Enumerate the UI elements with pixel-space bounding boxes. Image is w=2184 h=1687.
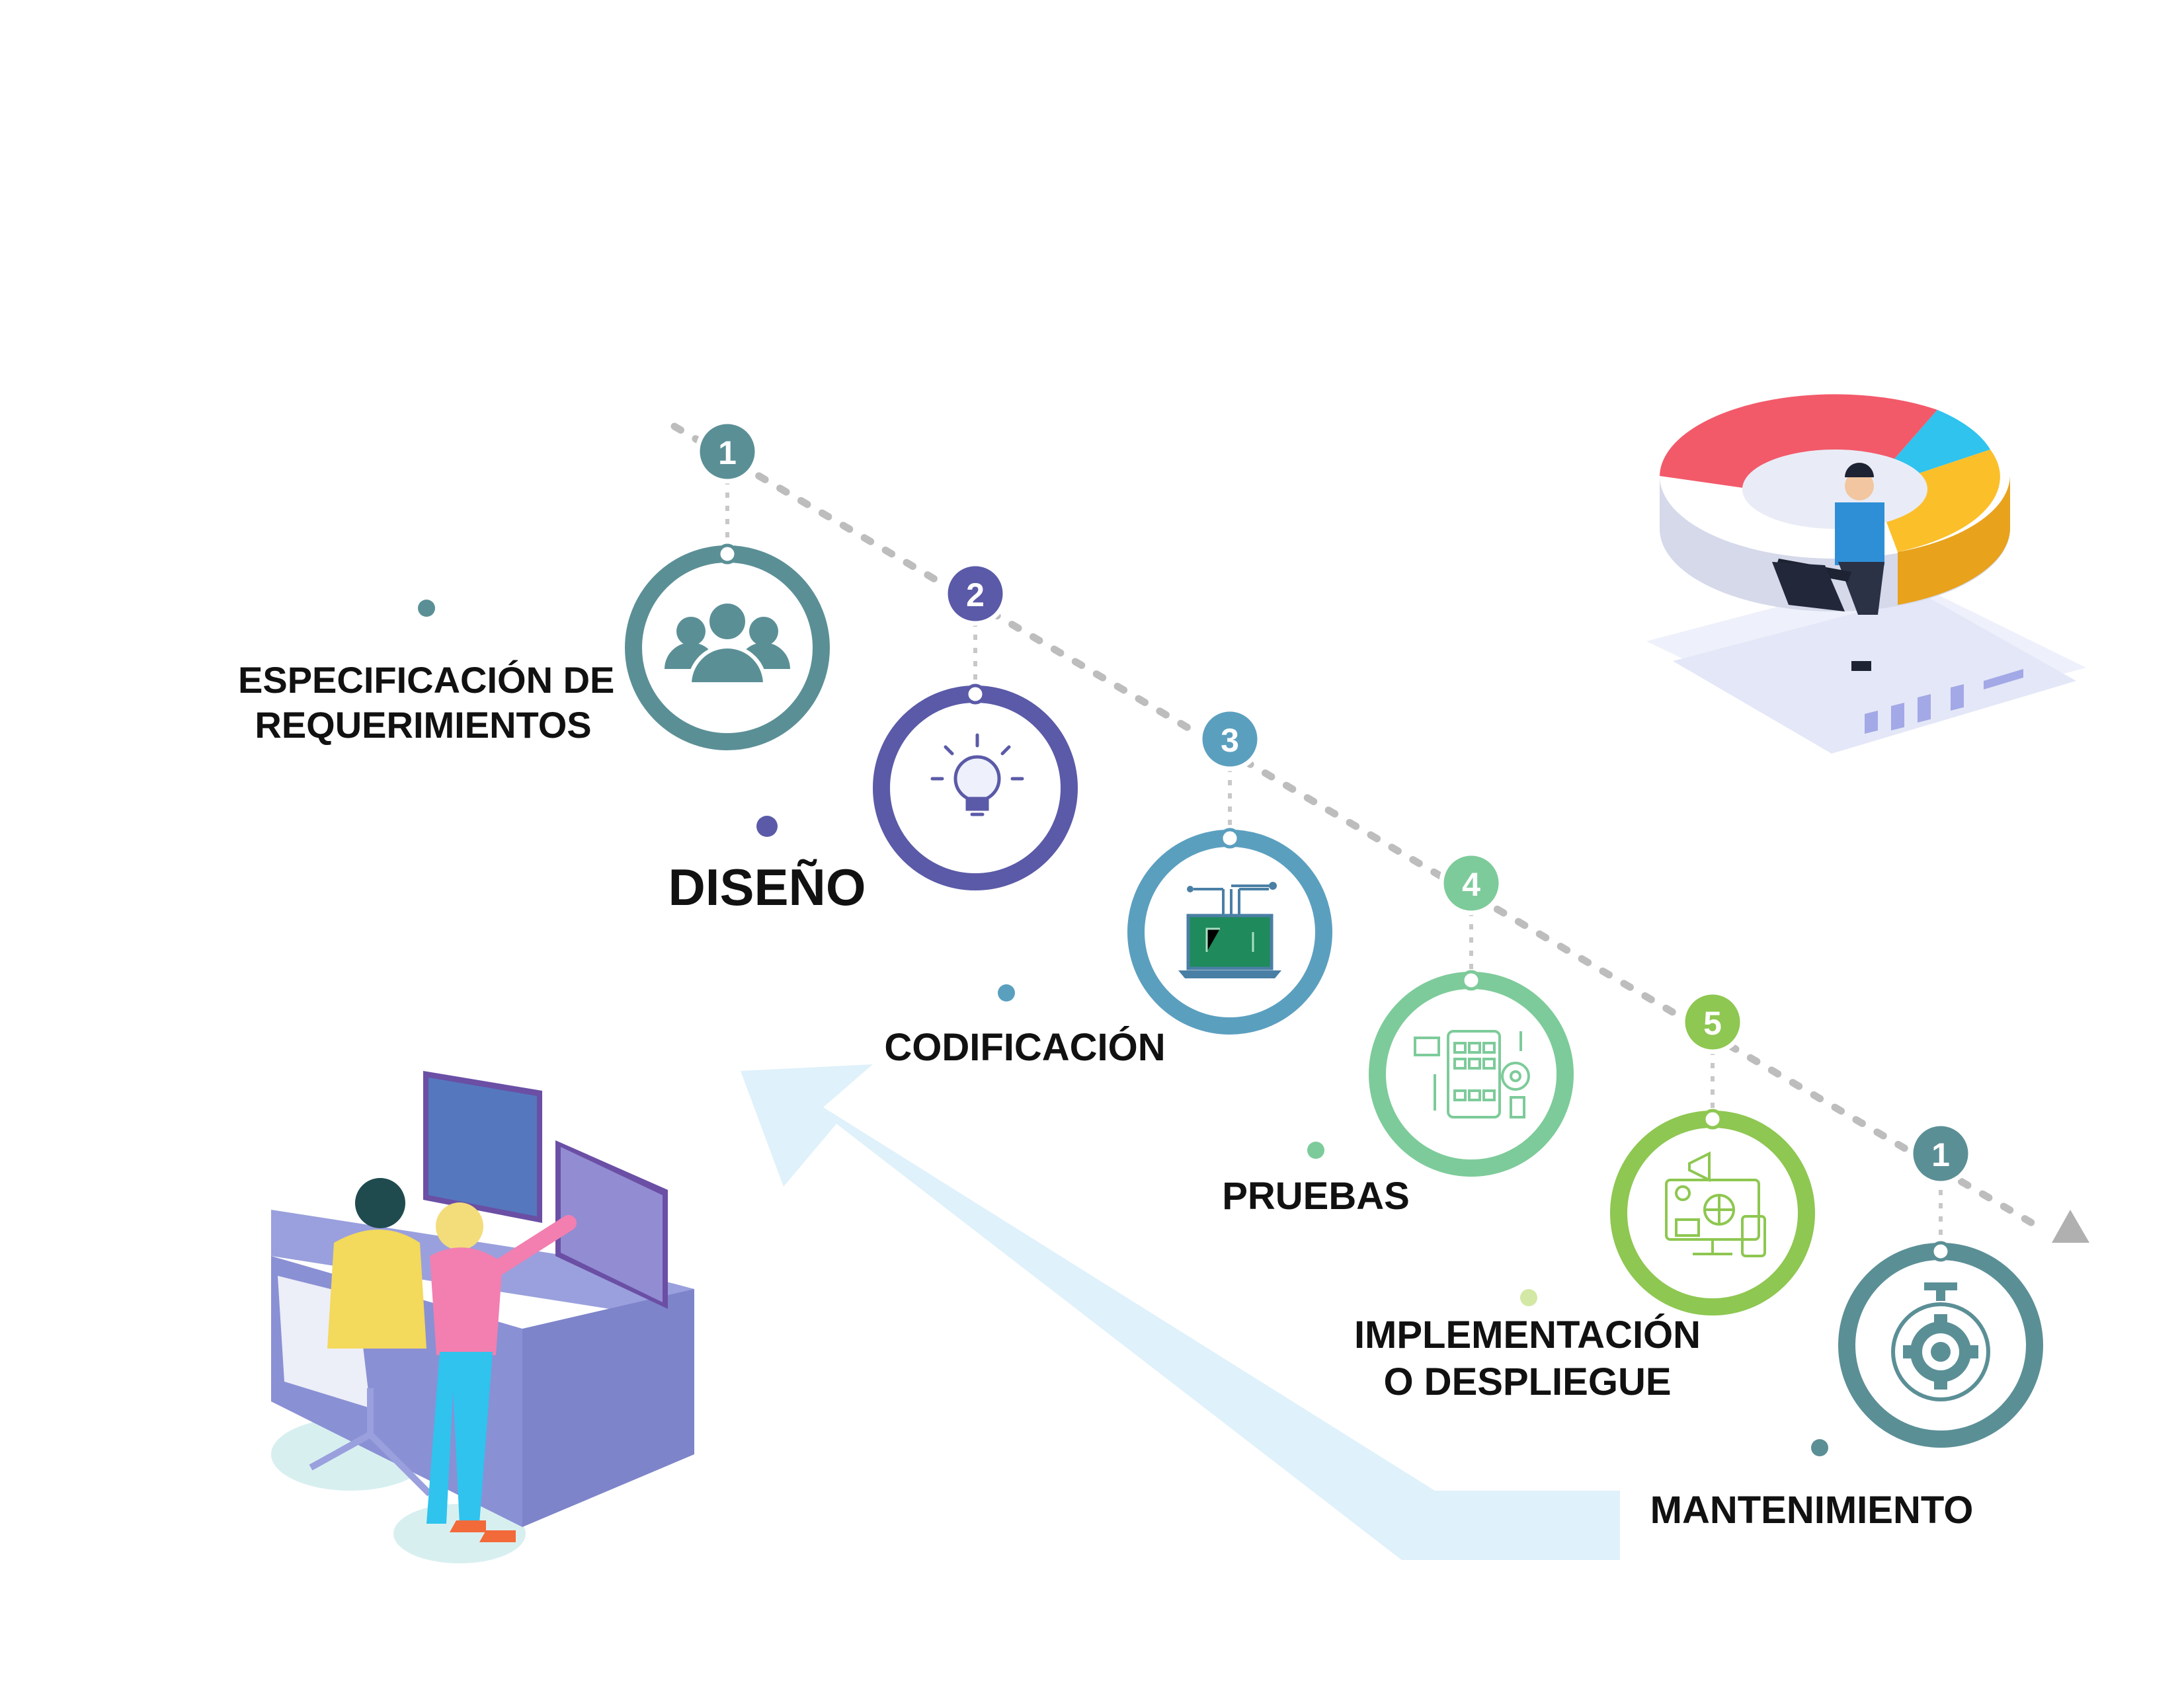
lightbulb-icon: [930, 733, 1024, 816]
step-dot: [1307, 1142, 1324, 1159]
step-number: 1: [718, 434, 737, 471]
step-dot: [1811, 1439, 1828, 1456]
label-mantenimiento: MANTENIMIENTO: [1650, 1489, 1974, 1532]
step-number: 2: [966, 576, 985, 613]
step-number-badge: [943, 561, 1008, 626]
ring-pin: [1461, 970, 1482, 991]
step-dot: [998, 984, 1015, 1001]
ring-pin: [1219, 828, 1240, 849]
step-number-badge: [1439, 851, 1504, 916]
laptop-circuit-icon: [1178, 882, 1281, 978]
timeline-dotted-line: [670, 422, 2047, 1234]
ring-pin: [717, 543, 738, 565]
person-on-pie-chart-illustration: [1646, 394, 2086, 754]
label-implementacion: IMPLEMENTACIÓN O DESPLIEGUE: [1354, 1314, 1701, 1403]
step-number: 3: [1221, 722, 1239, 759]
label-diseno: DISEÑO: [668, 858, 866, 916]
step-number-badge: [1908, 1121, 1973, 1186]
step-number: 1: [1931, 1136, 1950, 1173]
step-number-badge: [1197, 707, 1262, 771]
digital-marketing-icon: [1665, 1151, 1766, 1257]
return-arrow: [741, 1064, 1620, 1560]
developers-at-desk-illustration: [271, 1071, 694, 1563]
step-number-badge: [695, 419, 760, 484]
step-2: 2: [756, 561, 1078, 890]
stopwatch-gear-icon: [1891, 1282, 1990, 1401]
step-1: 1: [418, 419, 830, 750]
step-number: 4: [1462, 866, 1480, 903]
step-6: 1: [1811, 1121, 2043, 1456]
step-ring: [1610, 1111, 1815, 1315]
step-number: 5: [1703, 1005, 1722, 1042]
step-dot: [418, 600, 435, 617]
label-especificacion: ESPECIFICACIÓN DE REQUERIMIENTOS: [238, 659, 615, 746]
step-number-badge: [1680, 990, 1745, 1054]
step-4: 4: [1307, 851, 1574, 1177]
label-codificacion: CODIFICACIÓN: [884, 1026, 1166, 1069]
step-5: 5: [1520, 990, 1815, 1315]
step-3: 3: [998, 707, 1332, 1035]
label-pruebas: PRUEBAS: [1222, 1175, 1410, 1218]
step-ring: [1369, 972, 1574, 1177]
ring-pin: [1930, 1241, 1951, 1262]
ring-pin: [965, 684, 986, 705]
timeline-arrowhead: [2052, 1210, 2089, 1243]
ring-pin: [1702, 1109, 1723, 1130]
users-icon: [665, 600, 790, 686]
step-dot: [756, 816, 778, 837]
step-dot: [1520, 1289, 1537, 1306]
app-design-icon: [1414, 1030, 1530, 1118]
